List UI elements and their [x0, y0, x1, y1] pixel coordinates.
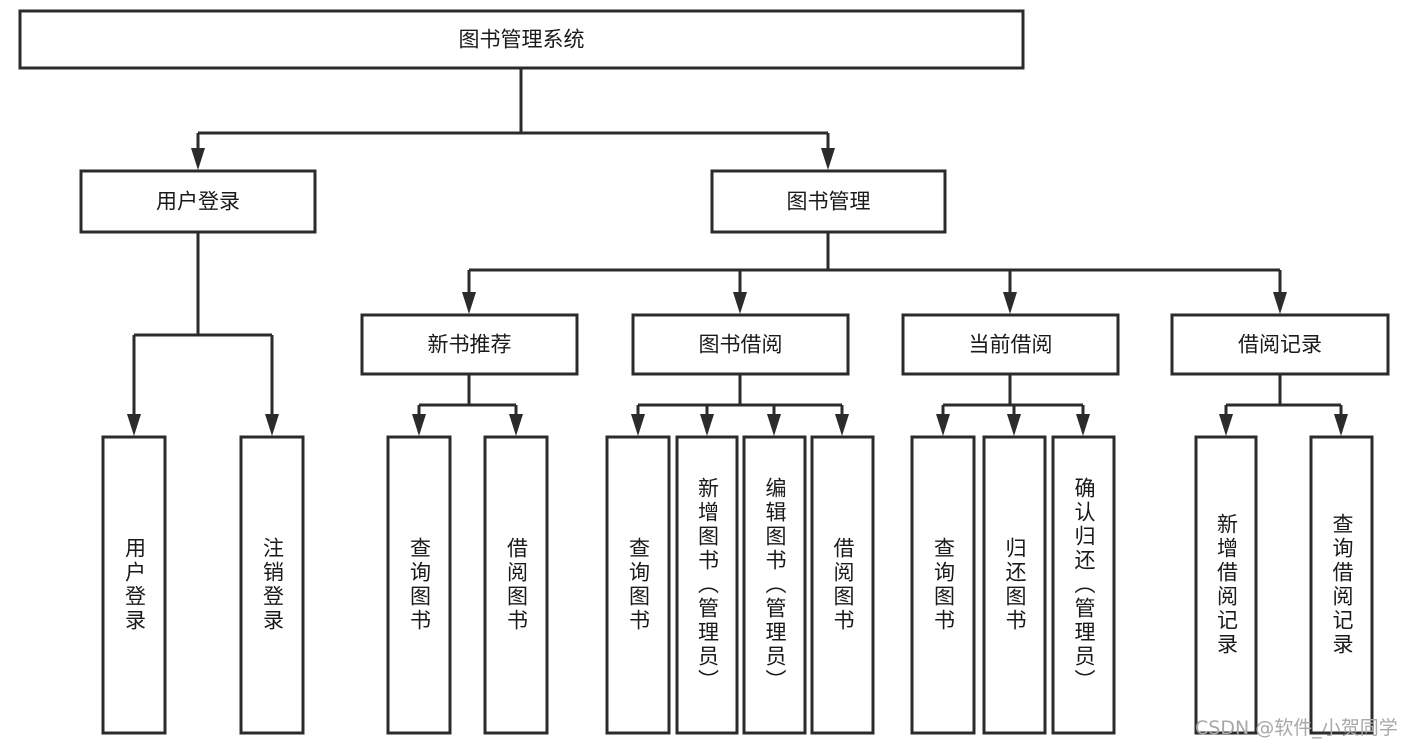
node-box-root[interactable] — [18, 9, 1025, 70]
csdn-watermark: CSDN @软件_小贺同学 — [1195, 717, 1398, 739]
arrow-head-bookmanage-to-level3-2 — [1003, 292, 1017, 314]
node-box-leaf-add-book[interactable] — [675, 435, 739, 735]
node-label-book-manage: 图书管理 — [787, 190, 871, 214]
node-box-leaf-add-borrow-record[interactable] — [1194, 435, 1258, 735]
arrow-head-borrow-to-leaves-2 — [767, 414, 781, 436]
arrow-head-root-to-level2-1 — [821, 148, 835, 170]
arrow-head-userlogin-to-leaves-0 — [127, 414, 141, 436]
node-label-book-borrow: 图书借阅 — [699, 333, 783, 357]
node-box-leaf-borrow-book-1[interactable] — [483, 435, 549, 735]
arrow-head-record-to-leaves-1 — [1334, 414, 1348, 436]
node-box-leaf-logout[interactable] — [239, 435, 305, 735]
arrow-head-borrow-to-leaves-1 — [700, 414, 714, 436]
arrow-head-current-to-leaves-1 — [1007, 414, 1021, 436]
arrow-head-bookmanage-to-level3-0 — [462, 292, 476, 314]
connector-layer — [127, 68, 1348, 436]
node-label-user-login: 用户登录 — [156, 190, 240, 214]
node-label-root: 图书管理系统 — [459, 28, 585, 52]
node-label-current-borrow: 当前借阅 — [969, 333, 1053, 357]
arrow-head-current-to-leaves-0 — [936, 414, 950, 436]
node-box-leaf-confirm-return[interactable] — [1051, 435, 1116, 735]
node-box-leaf-edit-book[interactable] — [742, 435, 807, 735]
arrow-head-bookmanage-to-level3-1 — [733, 292, 747, 314]
arrow-head-borrow-to-leaves-0 — [631, 414, 645, 436]
node-box-borrow-record[interactable] — [1170, 313, 1390, 376]
node-box-book-borrow[interactable] — [631, 313, 850, 376]
node-label-new-book-recommend: 新书推荐 — [428, 333, 512, 357]
node-box-book-manage[interactable] — [710, 169, 947, 234]
node-label-borrow-record: 借阅记录 — [1238, 333, 1322, 357]
arrow-head-recommend-to-leaves-0 — [412, 414, 426, 436]
node-box-leaf-query-book-1[interactable] — [386, 435, 452, 735]
arrow-head-bookmanage-to-level3-3 — [1273, 292, 1287, 314]
arrow-head-record-to-leaves-0 — [1219, 414, 1233, 436]
arrow-head-borrow-to-leaves-3 — [835, 414, 849, 436]
arrow-head-userlogin-to-leaves-1 — [265, 414, 279, 436]
node-box-layer — [18, 9, 1390, 735]
node-box-new-book-recommend[interactable] — [360, 313, 579, 376]
node-box-leaf-user-login[interactable] — [101, 435, 167, 735]
arrow-head-root-to-level2-0 — [191, 148, 205, 170]
node-box-leaf-query-book-2[interactable] — [605, 435, 671, 735]
node-box-leaf-query-book-3[interactable] — [910, 435, 976, 735]
arrow-head-recommend-to-leaves-1 — [509, 414, 523, 436]
arrow-head-current-to-leaves-2 — [1076, 414, 1090, 436]
node-box-leaf-return-book[interactable] — [982, 435, 1047, 735]
node-box-current-borrow[interactable] — [901, 313, 1120, 376]
node-box-user-login[interactable] — [79, 169, 317, 234]
node-box-leaf-borrow-book-2[interactable] — [810, 435, 875, 735]
node-box-leaf-query-borrow-record[interactable] — [1309, 435, 1374, 735]
